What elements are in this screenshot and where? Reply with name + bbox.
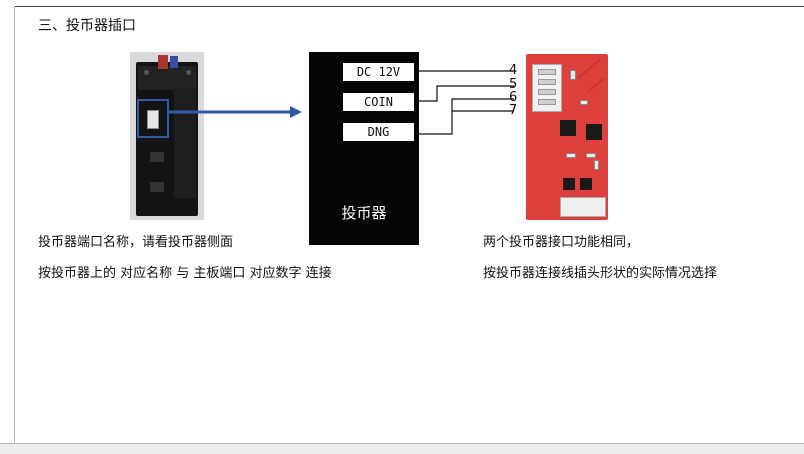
board-chip xyxy=(580,178,592,190)
pin-number-5: 5 xyxy=(509,77,518,92)
acceptor-slot xyxy=(150,152,164,162)
section-title: 三、投币器插口 xyxy=(38,18,136,34)
board-component xyxy=(594,160,599,170)
board-bottom-connector xyxy=(560,197,606,217)
left-text-line2: 按投币器上的 对应名称 与 主板端口 对应数字 连接 xyxy=(38,266,332,281)
pin-number-6: 6 xyxy=(509,90,518,105)
screw-icon xyxy=(186,70,191,75)
screw-icon xyxy=(144,70,149,75)
coin-acceptor-box xyxy=(309,52,419,245)
board-component xyxy=(566,153,576,158)
top-divider xyxy=(14,6,804,7)
right-text-line1: 两个投币器接口功能相同， xyxy=(483,235,640,250)
line-dng xyxy=(419,98,514,135)
board-chip xyxy=(560,120,576,136)
pin-label-dc12v: DC 12V xyxy=(343,63,414,81)
pin-label-dng: DNG xyxy=(343,123,414,141)
right-text-line2: 按投币器连接线插头形状的实际情况选择 xyxy=(483,266,718,281)
board-chip xyxy=(563,178,575,190)
left-text-line1: 投币器端口名称，请看投币器侧面 xyxy=(38,235,234,250)
coin-acceptor-side xyxy=(174,88,196,198)
coin-box-name: 投币器 xyxy=(341,204,387,222)
board-connector xyxy=(532,64,562,112)
wire-blue xyxy=(170,56,178,68)
acceptor-port xyxy=(147,110,159,129)
pin-number-7: 7 xyxy=(509,103,518,118)
line-coin xyxy=(419,85,514,102)
board-component xyxy=(580,100,588,105)
board-component xyxy=(570,70,576,80)
wire-red xyxy=(158,55,168,69)
acceptor-slot xyxy=(150,182,164,192)
bottom-band xyxy=(0,443,804,454)
left-divider xyxy=(14,6,15,446)
board-chip xyxy=(586,124,602,140)
pin-number-4: 4 xyxy=(509,63,518,78)
board-component xyxy=(586,153,596,158)
pin-label-coin: COIN xyxy=(343,93,414,111)
arrow-icon xyxy=(168,106,302,118)
port-highlight-box xyxy=(137,99,169,138)
